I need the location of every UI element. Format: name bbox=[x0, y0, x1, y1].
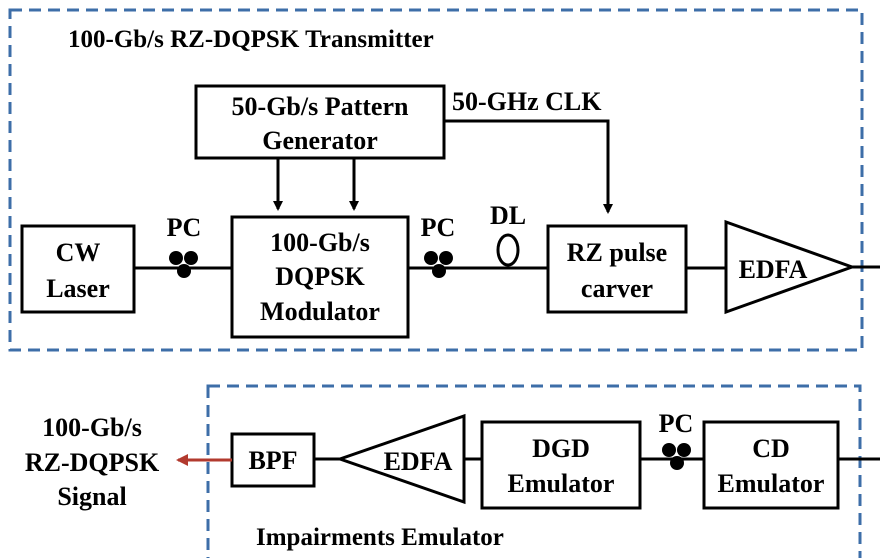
polarization-controller-3-icon bbox=[662, 443, 691, 470]
transmitter-title: 100-Gb/s RZ-DQPSK Transmitter bbox=[68, 26, 434, 53]
polarization-controller-1-icon bbox=[169, 251, 198, 278]
delay-line-label: DL bbox=[490, 201, 526, 230]
cd-emulator-box bbox=[702, 420, 840, 510]
cw-laser-box bbox=[20, 224, 136, 314]
polarization-controller-2-icon bbox=[424, 251, 453, 278]
pc1-label: PC bbox=[167, 213, 202, 242]
cw-laser-label-1: CW bbox=[56, 238, 101, 267]
modulator-label-3: Modulator bbox=[260, 297, 380, 326]
modulator-box bbox=[230, 215, 410, 339]
output-signal-label-2: RZ-DQPSK bbox=[25, 448, 160, 477]
delay-line-icon bbox=[496, 233, 520, 267]
emulator-frame bbox=[206, 384, 862, 558]
emulator-title: Impairments Emulator bbox=[256, 524, 504, 551]
pc2-label: PC bbox=[421, 213, 456, 242]
transmitter-edfa-icon bbox=[724, 219, 857, 315]
pc3-label: PC bbox=[659, 409, 694, 438]
bpf-label: BPF bbox=[248, 446, 297, 475]
modulator-label-2: DQPSK bbox=[275, 262, 365, 291]
emulator-edfa-icon bbox=[335, 413, 466, 505]
cd-emulator-label-2: Emulator bbox=[718, 469, 825, 498]
pattern-generator-label-1: 50-Gb/s Pattern bbox=[232, 92, 409, 121]
output-signal-label-1: 100-Gb/s bbox=[42, 413, 142, 442]
clock-line bbox=[444, 119, 613, 214]
emulator-edfa-label: EDFA bbox=[384, 447, 453, 476]
modulator-label-1: 100-Gb/s bbox=[270, 228, 370, 257]
pattern-generator-label-2: Generator bbox=[262, 126, 378, 155]
transmitter-frame bbox=[8, 8, 864, 352]
rz-carver-label-2: carver bbox=[581, 274, 653, 303]
cd-emulator-label-1: CD bbox=[752, 434, 790, 463]
dgd-emulator-box bbox=[480, 420, 642, 510]
cw-laser-label-2: Laser bbox=[46, 274, 110, 303]
dgd-emulator-label-1: DGD bbox=[532, 434, 590, 463]
transmitter-edfa-label: EDFA bbox=[739, 255, 808, 284]
dgd-emulator-label-2: Emulator bbox=[508, 469, 615, 498]
output-signal-label-3: Signal bbox=[57, 482, 126, 511]
clock-label: 50-GHz CLK bbox=[452, 87, 602, 116]
rz-carver-label-1: RZ pulse bbox=[567, 238, 667, 267]
